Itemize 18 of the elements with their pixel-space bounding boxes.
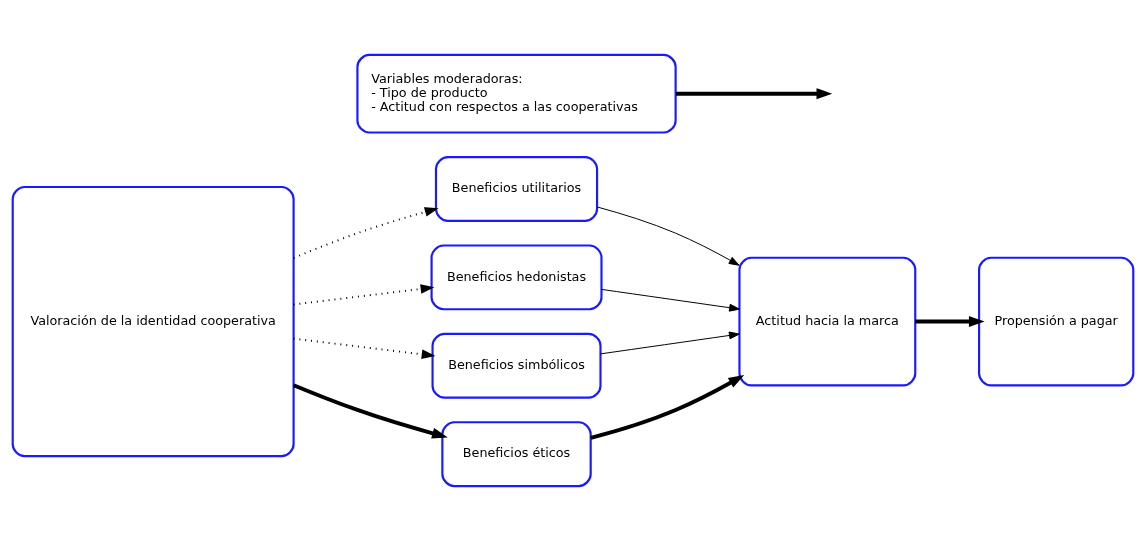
arrow [292, 207, 439, 259]
arrow [601, 288, 740, 312]
node-box: Beneficios hedonistas [430, 244, 603, 311]
arrow [292, 284, 435, 306]
node-box: Valoración de la identidad cooperativa [11, 185, 295, 458]
arrow [915, 316, 985, 328]
node-box: Beneficios utilitarios [434, 156, 599, 222]
arrow [600, 331, 740, 355]
arrow [596, 206, 740, 266]
arrow [292, 337, 436, 360]
node-box: Propensión a pagar [978, 256, 1135, 387]
node-box: Actitud hacia la marca [738, 256, 917, 387]
node-box: Beneficios simbólicos [431, 332, 602, 399]
node-box: Variables moderadoras: - Tipo de producto - Actitud con respectos a las cooperativas [356, 53, 677, 134]
node-box: Beneficios éticos [441, 421, 592, 488]
arrow [292, 383, 448, 439]
arrow [590, 374, 745, 440]
arrow [676, 88, 833, 100]
